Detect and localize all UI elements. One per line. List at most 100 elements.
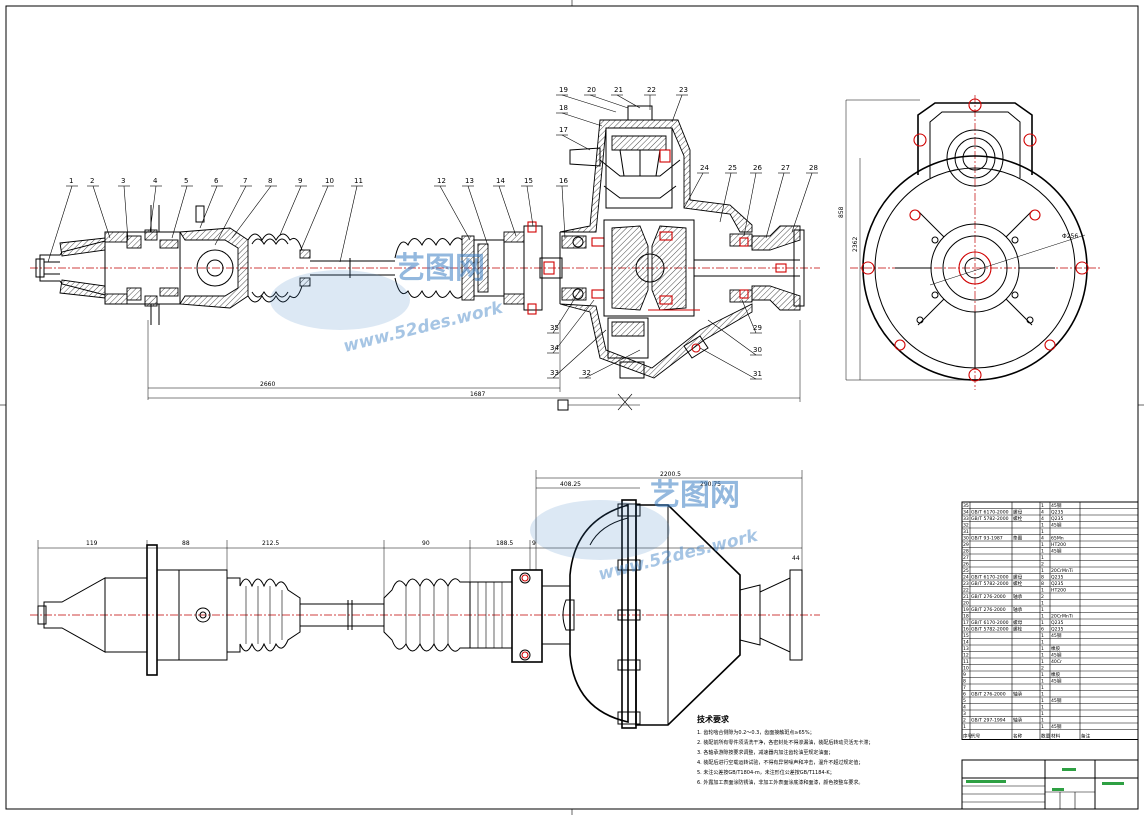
note-1: 1. 齿轮啮合侧隙为0.2～0.3，齿面接触斑点≥65%；: [697, 729, 815, 736]
parts-cell: 33: [963, 516, 969, 522]
parts-cell: 螺栓: [1013, 580, 1023, 587]
balloon-23: 23: [679, 86, 688, 94]
parts-cell: GB/T 276-2000: [971, 607, 1006, 613]
parts-cell: 1: [1041, 568, 1044, 574]
balloon-25: 25: [728, 164, 737, 172]
parts-cell: GB/T 276-2000: [971, 692, 1006, 698]
parts-cell: 1: [1041, 711, 1044, 717]
parts-cell: 45钢: [1051, 632, 1062, 639]
parts-cell: 15: [963, 633, 969, 639]
balloon-9: 9: [298, 177, 302, 185]
parts-cell: 45钢: [1051, 502, 1062, 509]
bolt-hole: [894, 339, 906, 351]
elevation-view-bottom: 119 88 212.5 90 188.5 9 408.25 290.75 22…: [30, 470, 820, 729]
parts-cell: 1: [1041, 523, 1044, 529]
bolt-hole: [913, 133, 927, 147]
parts-cell: 45钢: [1051, 723, 1062, 730]
note-3: 3. 各轴承游隙按要求调整，减速器内加注齿轮油至规定油面；: [697, 749, 833, 756]
parts-cell: GB/T 6170-2000: [971, 620, 1009, 626]
bolt-hole: [916, 316, 924, 324]
dim-9: 9: [532, 540, 536, 547]
parts-cell: 11: [963, 659, 969, 665]
parts-cell: GB/T 6170-2000: [971, 575, 1009, 581]
parts-cell: 23: [963, 581, 969, 587]
parts-header-cell: 数量: [1041, 733, 1051, 740]
parts-cell: HT200: [1051, 588, 1066, 594]
parts-cell: GB/T 93-1987: [971, 536, 1003, 542]
balloon-10: 10: [325, 177, 334, 185]
parts-cell: 1: [1041, 614, 1044, 620]
parts-cell: 18: [963, 614, 969, 620]
parts-cell: 9: [963, 672, 966, 678]
bottom-dimensions: 119 88 212.5 90 188.5 9 408.25 290.75 22…: [37, 470, 803, 606]
technical-requirements: 技术要求 1. 齿轮啮合侧隙为0.2～0.3，齿面接触斑点≥65%； 2. 装配…: [697, 714, 873, 786]
balloon-7: 7: [243, 177, 247, 185]
parts-cell: Q235: [1051, 627, 1063, 633]
parts-cell: 25: [963, 568, 969, 574]
parts-cell: 6: [963, 692, 966, 698]
watermark-bottom: 艺图网 www.52des.work: [530, 478, 761, 585]
balloon-4: 4: [153, 177, 158, 185]
parts-cell: 1: [1041, 705, 1044, 711]
parts-cell: 螺母: [1013, 574, 1023, 581]
parts-cell: 26: [963, 562, 969, 568]
parts-cell: 2: [963, 718, 966, 724]
parts-cell: 17: [963, 620, 969, 626]
parts-cell: HT200: [1051, 542, 1066, 548]
parts-cell: 1: [1041, 685, 1044, 691]
parts-cell: 30: [963, 536, 969, 542]
balloon-34: 34: [550, 344, 559, 352]
parts-cell: 8: [1041, 581, 1044, 587]
parts-cell: 1: [1041, 549, 1044, 555]
parts-cell: 45钢: [1051, 678, 1062, 685]
svg-text:艺图网: 艺图网: [650, 478, 740, 513]
bolt-hole: [861, 261, 875, 275]
parts-cell: Q235: [1051, 510, 1063, 516]
balloon-27: 27: [781, 164, 790, 172]
parts-cell: 29: [963, 542, 969, 548]
balloon-29: 29: [753, 324, 762, 332]
parts-header-cell: 材料: [1051, 733, 1061, 740]
parts-cell: GB/T 5782-2000: [971, 581, 1009, 587]
dim-90: 90: [422, 540, 430, 547]
parts-cell: 1: [1041, 724, 1044, 730]
parts-header-cell: 序号: [963, 733, 973, 740]
balloon-30: 30: [753, 346, 762, 354]
parts-cell: 4: [1041, 536, 1044, 542]
parts-cell: 14: [963, 640, 969, 646]
parts-cell: GB/T 5782-2000: [971, 627, 1009, 633]
balloon-28: 28: [809, 164, 818, 172]
parts-cell: 螺母: [1013, 509, 1023, 516]
parts-cell: 7: [963, 685, 966, 691]
parts-cell: 4: [1041, 510, 1044, 516]
balloon-3: 3: [121, 177, 125, 185]
dim-290-75: 290.75: [700, 481, 721, 488]
parts-cell: 1: [1041, 588, 1044, 594]
balloon-21: 21: [614, 86, 623, 94]
bolt-hole: [1029, 209, 1041, 221]
parts-header-cell: 名称: [1013, 733, 1023, 740]
balloon-24: 24: [700, 164, 709, 172]
title-block: [961, 759, 1139, 810]
parts-cell: 1: [1041, 542, 1044, 548]
parts-cell: GB/T 276-2000: [971, 594, 1006, 600]
parts-cell: 1: [1041, 672, 1044, 678]
dim-2200-5: 2200.5: [660, 471, 681, 478]
parts-cell: 轴承: [1013, 691, 1023, 698]
balloon-31: 31: [753, 370, 762, 378]
parts-cell: GB/T 6170-2000: [971, 510, 1009, 516]
parts-cell: 1: [1041, 679, 1044, 685]
balloon-15: 15: [524, 177, 533, 185]
parts-cell: 2: [1041, 666, 1044, 672]
parts-cell: 1: [1041, 653, 1044, 659]
parts-cell: 轴承: [1013, 717, 1023, 724]
parts-header-cell: 代号: [971, 733, 981, 740]
parts-cell: Q235: [1051, 581, 1063, 587]
note-6: 6. 外露加工表面涂防锈油，非加工外表面涂底漆和面漆，颜色按整车要求。: [697, 779, 863, 786]
bolt-circle-dim: Φ256: [1062, 233, 1078, 240]
balloon-17: 17: [559, 126, 568, 134]
parts-cell: 28: [963, 549, 969, 555]
parts-cell: 3: [963, 711, 966, 717]
